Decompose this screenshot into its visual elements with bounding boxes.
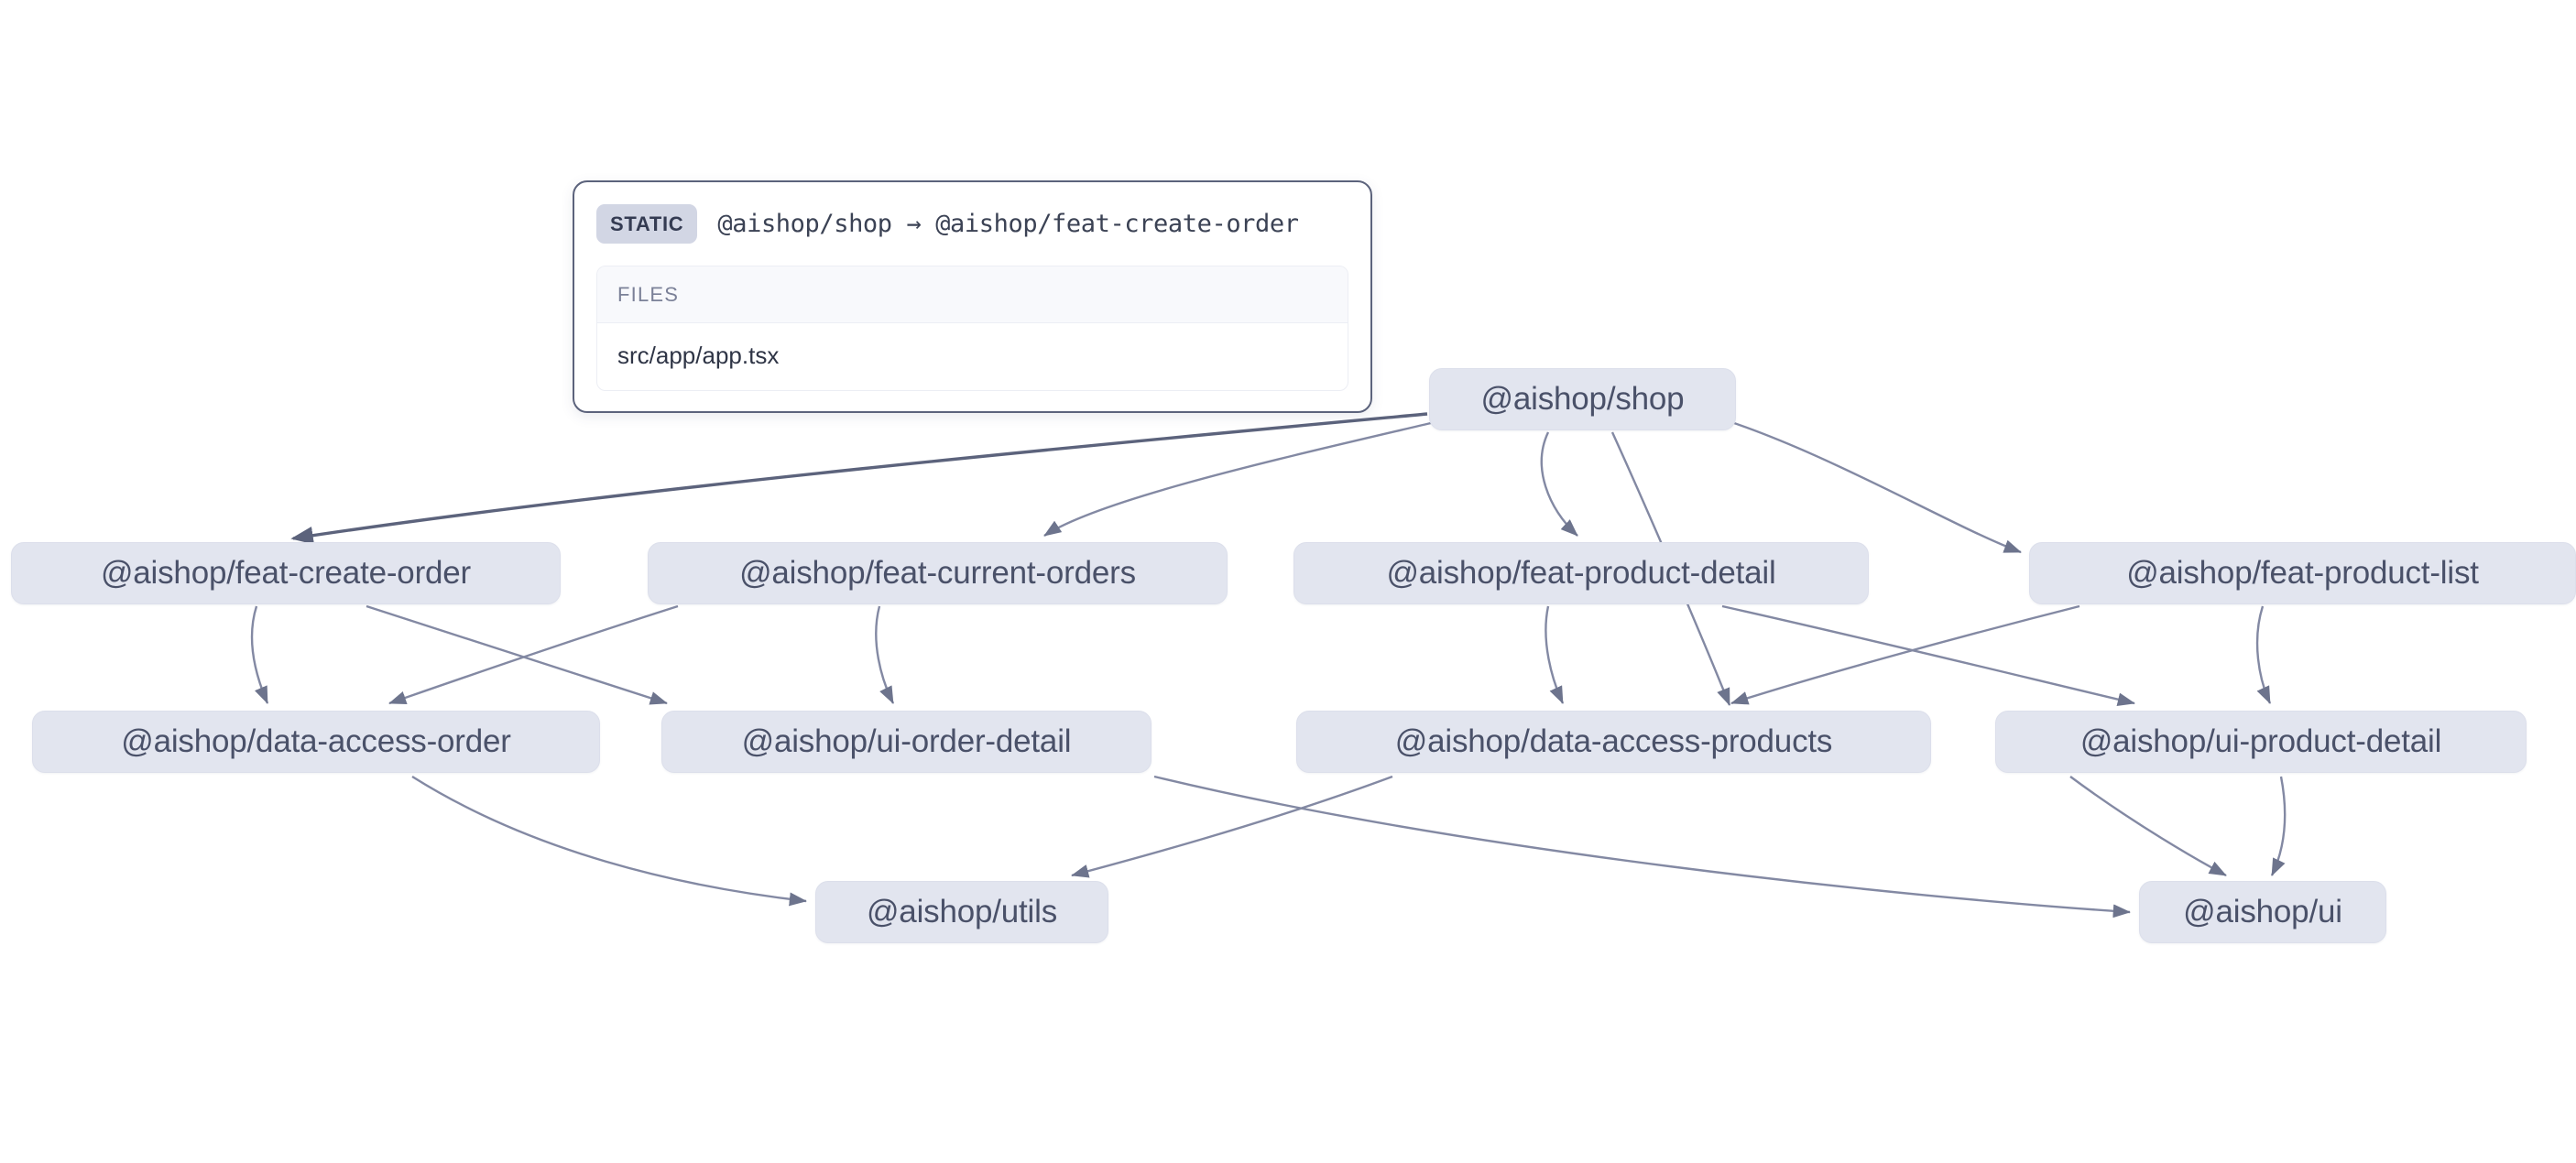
edge-shop-to-feat-current-orders	[1043, 421, 1432, 537]
edge-feat-current-orders-to-data-access-order	[388, 604, 679, 705]
edge-feat-create-order-to-data-access-order	[250, 605, 269, 704]
edge-feat-product-list-to-data-access-products	[1730, 604, 2080, 705]
graph-node-ui[interactable]: @aishop/ui	[2139, 881, 2386, 943]
graph-node-label: @aishop/ui-order-detail	[741, 723, 1072, 759]
edge-data-access-order-to-utils	[411, 775, 807, 907]
edge-feat-product-list-to-ui-product-detail	[2255, 605, 2272, 704]
graph-node-label: @aishop/data-access-order	[121, 723, 511, 759]
graph-node-ui-product-detail[interactable]: @aishop/ui-product-detail	[1995, 711, 2527, 773]
static-badge: STATIC	[596, 204, 698, 244]
edge-shop-to-feat-product-list	[1705, 412, 2022, 554]
edge-feat-create-order-to-ui-order-detail	[366, 604, 668, 705]
file-list-item[interactable]: src/app/app.tsx	[617, 342, 780, 369]
edges-row3-to-row4	[411, 775, 2287, 918]
graph-node-label: @aishop/ui-product-detail	[2079, 723, 2442, 759]
graph-node-data-access-products[interactable]: @aishop/data-access-products	[1296, 711, 1931, 773]
graph-node-label: @aishop/shop	[1480, 381, 1685, 417]
edge-ui-product-detail-right-to-ui	[2270, 776, 2287, 876]
graph-node-data-access-order[interactable]: @aishop/data-access-order	[32, 711, 600, 773]
graph-node-label: @aishop/feat-create-order	[100, 555, 472, 591]
graph-node-feat-product-detail[interactable]: @aishop/feat-product-detail	[1293, 542, 1869, 604]
graph-node-label: @aishop/ui	[2183, 894, 2342, 929]
graph-node-label: @aishop/data-access-products	[1394, 723, 1833, 759]
edges-row2-to-row3	[250, 604, 2272, 707]
tooltip-title: @aishop/shop → @aishop/feat-create-order	[717, 210, 1299, 238]
edge-feat-current-orders-to-ui-order-detail	[875, 605, 895, 704]
graph-node-feat-create-order[interactable]: @aishop/feat-create-order	[11, 542, 561, 604]
edge-shop-to-feat-product-detail	[1540, 431, 1578, 537]
edge-data-access-products-to-utils	[1071, 775, 1393, 878]
tooltip-header: STATIC @aishop/shop → @aishop/feat-creat…	[596, 201, 1348, 253]
edge-detail-tooltip[interactable]: STATIC @aishop/shop → @aishop/feat-creat…	[573, 180, 1372, 413]
edge-feat-product-detail-to-ui-product-detail	[1721, 604, 2135, 707]
edge-feat-product-detail-to-data-access-products	[1545, 605, 1565, 704]
graph-node-feat-current-orders[interactable]: @aishop/feat-current-orders	[648, 542, 1228, 604]
graph-node-label: @aishop/utils	[866, 894, 1058, 929]
files-panel-header: FILES	[597, 266, 1348, 323]
graph-node-label: @aishop/feat-current-orders	[739, 555, 1136, 591]
edge-ui-order-detail-to-ui	[1153, 775, 2131, 918]
graph-node-label: @aishop/feat-product-detail	[1386, 555, 1776, 591]
graph-node-utils[interactable]: @aishop/utils	[815, 881, 1108, 943]
edge-shop-to-feat-create-order	[290, 412, 1428, 545]
files-panel: FILES src/app/app.tsx	[596, 266, 1348, 391]
graph-node-label: @aishop/feat-product-list	[2126, 555, 2479, 591]
edge-ui-product-detail-to-ui	[2069, 776, 2227, 877]
graph-node-shop[interactable]: @aishop/shop	[1429, 368, 1736, 430]
graph-node-feat-product-list[interactable]: @aishop/feat-product-list	[2029, 542, 2576, 604]
graph-node-ui-order-detail[interactable]: @aishop/ui-order-detail	[661, 711, 1152, 773]
